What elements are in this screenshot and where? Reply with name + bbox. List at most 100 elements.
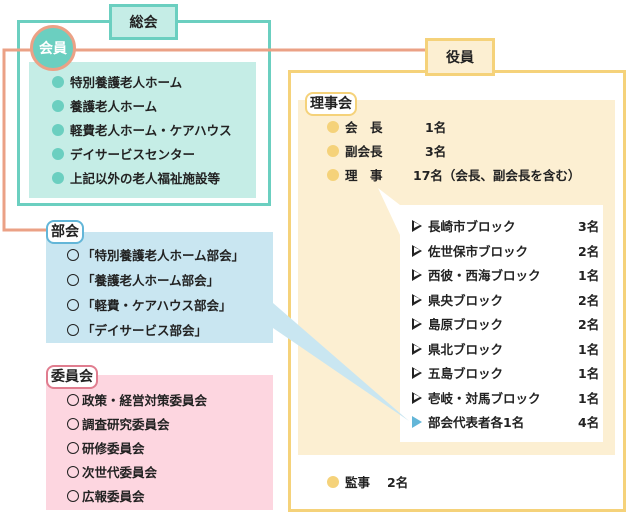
triangle-icon <box>412 268 422 281</box>
item-label: 上記以外の老人福祉施設等 <box>70 171 221 186</box>
item-label: 政策・経営対策委員会 <box>82 393 208 408</box>
role-name: 理 事 <box>345 168 383 183</box>
blocks-panel <box>400 205 603 442</box>
triangle-icon <box>412 342 422 355</box>
block-name: 佐世保市ブロック <box>428 244 529 259</box>
block-name: 県北ブロック <box>428 342 504 357</box>
block-count: 2名 <box>578 317 600 332</box>
triangle-icon <box>412 219 422 232</box>
circle-bullet-icon <box>67 323 79 336</box>
circle-bullet-icon <box>67 273 79 286</box>
block-row: 県北ブロック 1名 <box>412 339 602 358</box>
committees-label: 委員会 <box>46 365 98 389</box>
item-label: 調査研究委員会 <box>82 417 170 432</box>
list-item: 調査研究委員会 <box>67 414 170 433</box>
bullet-icon <box>327 144 339 157</box>
circle-bullet-icon <box>67 248 79 261</box>
sections-panel <box>46 232 273 343</box>
role-count: 1名 <box>425 120 447 135</box>
bullet-icon <box>52 147 64 160</box>
block-row: 島原ブロック 2名 <box>412 314 602 333</box>
bullet-icon <box>327 168 339 181</box>
item-label: 養護老人ホーム <box>70 99 158 114</box>
block-row: 長崎市ブロック 3名 <box>412 216 602 235</box>
auditor-count: 2名 <box>387 475 409 490</box>
item-label: デイサービスセンター <box>70 147 196 162</box>
block-row: 西彼・西海ブロック 1名 <box>412 265 602 284</box>
list-item: 「養護老人ホーム部会」 <box>67 270 219 289</box>
auditor-row: 監事 2名 <box>327 472 408 491</box>
circle-bullet-icon <box>67 441 79 454</box>
list-item: 「デイサービス部会」 <box>67 320 207 339</box>
block-row: 県央ブロック 2名 <box>412 290 602 309</box>
list-item: 軽費老人ホーム・ケアハウス <box>52 120 232 139</box>
committees-panel <box>46 375 273 510</box>
bullet-icon <box>327 475 339 488</box>
triangle-icon <box>412 391 422 404</box>
block-count: 1名 <box>578 342 600 357</box>
block-name: 西彼・西海ブロック <box>428 268 541 283</box>
officers-label: 役員 <box>425 38 495 76</box>
triangle-icon <box>412 244 422 257</box>
circle-bullet-icon <box>67 393 79 406</box>
role-name: 副会長 <box>345 144 383 159</box>
sections-callout <box>273 303 409 421</box>
list-item: デイサービスセンター <box>52 144 195 163</box>
item-label: 「軽費・ケアハウス部会」 <box>82 298 232 313</box>
bullet-icon <box>52 171 64 184</box>
auditor-name: 監事 <box>345 475 371 490</box>
block-name: 長崎市ブロック <box>428 219 516 234</box>
item-label: 「特別養護老人ホーム部会」 <box>82 248 245 263</box>
block-count: 2名 <box>578 244 600 259</box>
bullet-icon <box>52 123 64 136</box>
triangle-icon <box>412 366 422 379</box>
block-name: 壱岐・対馬ブロック <box>428 391 541 406</box>
block-count: 2名 <box>578 293 600 308</box>
list-item: 養護老人ホーム <box>52 96 157 115</box>
role-row: 理 事 17名（会長、副会長を含む） <box>327 165 580 184</box>
block-row: 佐世保市ブロック 2名 <box>412 241 602 260</box>
block-name: 島原ブロック <box>428 317 504 332</box>
triangle-icon <box>412 293 422 306</box>
list-item: 「軽費・ケアハウス部会」 <box>67 295 232 314</box>
role-count: 3名 <box>425 144 447 159</box>
role-count: 17名（会長、副会長を含む） <box>413 168 581 183</box>
block-count: 1名 <box>578 391 600 406</box>
bullet-icon <box>327 120 339 133</box>
block-name: 県央ブロック <box>428 293 504 308</box>
role-name: 会 長 <box>345 120 383 135</box>
block-count: 4名 <box>578 415 600 430</box>
list-item: 「特別養護老人ホーム部会」 <box>67 245 244 264</box>
connector-line <box>2 48 430 232</box>
triangle-icon <box>412 317 422 330</box>
list-item: 上記以外の老人福祉施設等 <box>52 168 220 187</box>
item-label: 「養護老人ホーム部会」 <box>82 273 220 288</box>
circle-bullet-icon <box>67 417 79 430</box>
block-row: 壱岐・対馬ブロック 1名 <box>412 388 602 407</box>
list-item: 次世代委員会 <box>67 462 157 481</box>
general-meeting-label: 総会 <box>109 4 178 40</box>
bullet-icon <box>52 75 64 88</box>
block-name: 五島ブロック <box>428 366 504 381</box>
sections-label: 部会 <box>46 220 84 244</box>
list-item: 広報委員会 <box>67 486 145 505</box>
members-panel <box>29 62 256 198</box>
item-label: 軽費老人ホーム・ケアハウス <box>70 123 232 138</box>
list-item: 特別養護老人ホーム <box>52 72 182 91</box>
board-callout <box>378 188 400 235</box>
role-row: 会 長 1名 <box>327 117 446 136</box>
list-item: 政策・経営対策委員会 <box>67 390 207 409</box>
circle-bullet-icon <box>67 465 79 478</box>
list-item: 研修委員会 <box>67 438 145 457</box>
role-row: 副会長 3名 <box>327 141 446 160</box>
item-label: 特別養護老人ホーム <box>70 75 183 90</box>
block-name: 部会代表者各1名 <box>428 415 525 430</box>
block-count: 1名 <box>578 268 600 283</box>
block-count: 3名 <box>578 219 600 234</box>
block-row: 部会代表者各1名 4名 <box>412 412 602 431</box>
circle-bullet-icon <box>67 298 79 311</box>
members-badge: 会員 <box>30 25 76 71</box>
triangle-icon <box>412 415 422 428</box>
item-label: 次世代委員会 <box>82 465 158 480</box>
